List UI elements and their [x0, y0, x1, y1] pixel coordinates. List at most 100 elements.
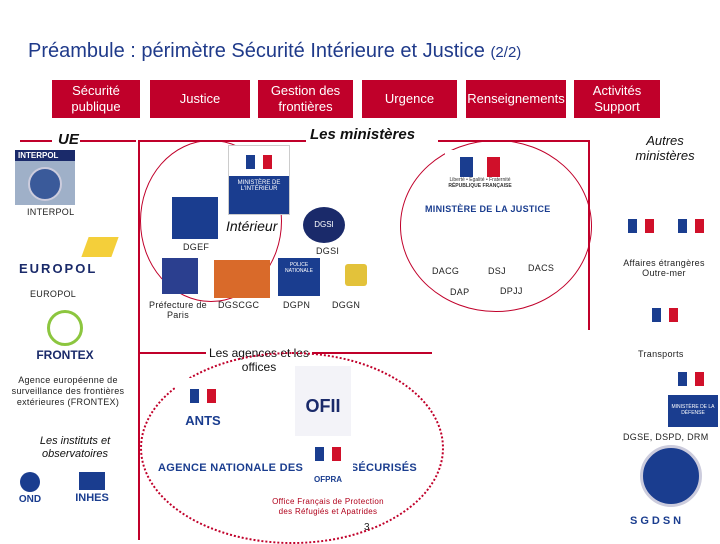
- inhes-emblem-icon: [79, 472, 105, 490]
- label-dacg: DACG: [432, 266, 460, 276]
- flag-icon: [460, 157, 500, 177]
- label-dgef: DGEF: [183, 242, 210, 252]
- dgsi-logo-text: DGSI: [314, 220, 334, 229]
- flag-icon: [315, 446, 342, 461]
- ond-logo-text: OND: [18, 494, 42, 505]
- transports-logo: [640, 288, 690, 340]
- interpol-logo-text: INTERPOL: [15, 150, 75, 161]
- tab-label: Justice: [179, 91, 221, 106]
- interieur-circle: [140, 140, 282, 302]
- gendarmerie-logo: [338, 262, 374, 292]
- flag-icon: [628, 219, 655, 233]
- dgscgc-logo: [214, 260, 270, 298]
- prefecture-logo: [162, 258, 198, 294]
- dgsi-logo: DGSI: [303, 207, 345, 243]
- label-dpjj: DPJJ: [500, 286, 523, 296]
- divider: [80, 140, 136, 142]
- tab-renseignements[interactable]: Renseignements: [466, 80, 566, 118]
- label-transports: Transports: [638, 349, 684, 359]
- europol-logo-text: EUROPOL: [19, 261, 98, 276]
- flag-icon: [652, 308, 679, 322]
- label-dgsi: DGSI: [316, 246, 340, 256]
- ministere-interieur-logo: MINISTÈRE DE L'INTÉRIEUR: [228, 145, 290, 215]
- label-frontex: Agence européenne de surveillance des fr…: [11, 375, 125, 407]
- inhes-logo: INHES: [62, 470, 122, 528]
- tab-gestion-frontieres[interactable]: Gestion des frontières: [258, 80, 353, 118]
- label-affaires-etrangeres: Affaires étrangères Outre-mer: [623, 258, 705, 278]
- page-part: (2/2): [490, 44, 522, 61]
- outre-mer-logo: [668, 205, 714, 245]
- tab-label: Sécurité publique: [71, 83, 121, 114]
- label-dgpn: DGPN: [283, 300, 311, 310]
- label-ofpra: Office Français de Protection des Réfugi…: [272, 497, 384, 516]
- defense-marianne-logo: [668, 363, 714, 393]
- tab-securite-publique[interactable]: Sécurité publique: [52, 80, 140, 118]
- label-dggn: DGGN: [332, 300, 361, 310]
- section-autres-ministeres: Autres ministères: [635, 133, 695, 163]
- ants-logo: ANTS: [175, 378, 231, 436]
- dgef-logo: [172, 197, 218, 239]
- ministere-interieur-text: MINISTÈRE DE L'INTÉRIEUR: [229, 176, 289, 214]
- affaires-etrangeres-logo: [618, 205, 664, 245]
- tab-label: Renseignements: [467, 91, 565, 106]
- defense-logo-text: MINISTÈRE DE LA DÉFENSE: [671, 404, 715, 416]
- divider: [312, 352, 432, 354]
- frontex-logo: FRONTEX: [25, 308, 105, 370]
- divider-vertical: [138, 140, 140, 540]
- divider: [20, 140, 52, 142]
- frontex-logo-text: FRONTEX: [36, 348, 94, 362]
- page-number: 3: [364, 522, 370, 533]
- interpol-logo: INTERPOL: [15, 150, 75, 205]
- label-dgscgc: DGSCGC: [218, 300, 260, 310]
- flag-icon: [678, 219, 705, 233]
- flag-icon: [190, 388, 217, 403]
- europol-logo: EUROPOL: [15, 235, 125, 280]
- flag-icon: [678, 372, 705, 386]
- divider: [140, 352, 206, 354]
- section-interieur: Intérieur: [226, 218, 278, 234]
- police-logo: POLICE NATIONALE: [278, 258, 320, 296]
- label-sgdsn: SGDSN: [630, 515, 685, 527]
- label-defense: DGSE, DSPD, DRM: [623, 432, 709, 442]
- sgdsn-emblem: [640, 445, 702, 507]
- gendarmerie-emblem-icon: [345, 264, 367, 286]
- marianne-motto: Liberté • Égalité • Fraternité: [449, 177, 511, 183]
- ofii-logo: OFII: [295, 366, 351, 436]
- marianne-logo: [229, 146, 289, 176]
- title-text: Préambule : périmètre Sécurité Intérieur…: [28, 40, 485, 62]
- flag-icon: [246, 155, 273, 169]
- marianne-rf: RÉPUBLIQUE FRANÇAISE: [448, 183, 512, 189]
- label-dsj: DSJ: [488, 266, 506, 276]
- europol-flash-icon: [81, 237, 119, 257]
- section-ue: UE: [58, 131, 79, 148]
- tab-label: Gestion des frontières: [270, 83, 341, 114]
- globe-icon: [28, 167, 62, 201]
- ofpra-logo-text: OFPRA: [314, 474, 342, 484]
- tab-label: Activités Support: [592, 83, 642, 114]
- ond-emblem-icon: [20, 472, 40, 492]
- page-title: Préambule : périmètre Sécurité Intérieur…: [28, 40, 521, 63]
- ond-logo: OND: [5, 470, 55, 528]
- ministere-justice-text: MINISTÈRE DE LA JUSTICE: [425, 204, 551, 214]
- label-europol: EUROPOL: [30, 289, 77, 299]
- frontex-emblem-icon: [47, 310, 83, 346]
- ofpra-logo: OFPRA: [303, 440, 353, 488]
- tab-justice[interactable]: Justice: [150, 80, 250, 118]
- justice-marianne-logo: Liberté • Égalité • Fraternité RÉPUBLIQU…: [445, 150, 515, 194]
- label-dap: DAP: [450, 287, 470, 297]
- defense-logo: MINISTÈRE DE LA DÉFENSE: [668, 395, 718, 427]
- label-dacs: DACS: [528, 263, 555, 273]
- tab-label: Urgence: [384, 91, 435, 106]
- ants-logo-text: ANTS: [185, 412, 221, 428]
- label-ants: AGENCE NATIONALE DES TITRES SÉCURISÉS: [158, 462, 418, 474]
- inhes-logo-text: INHES: [75, 492, 109, 504]
- tab-activites-support[interactable]: Activités Support: [574, 80, 660, 118]
- police-logo-text: POLICE NATIONALE: [285, 262, 313, 274]
- ofii-logo-text: OFII: [305, 396, 341, 416]
- label-interpol: INTERPOL: [27, 207, 75, 217]
- justice-circle: [400, 140, 592, 312]
- section-ministeres: Les ministères: [310, 126, 416, 143]
- label-prefecture: Préfecture de Paris: [149, 300, 207, 320]
- section-instituts: Les instituts et observatoires: [39, 435, 111, 460]
- tab-urgence[interactable]: Urgence: [362, 80, 457, 118]
